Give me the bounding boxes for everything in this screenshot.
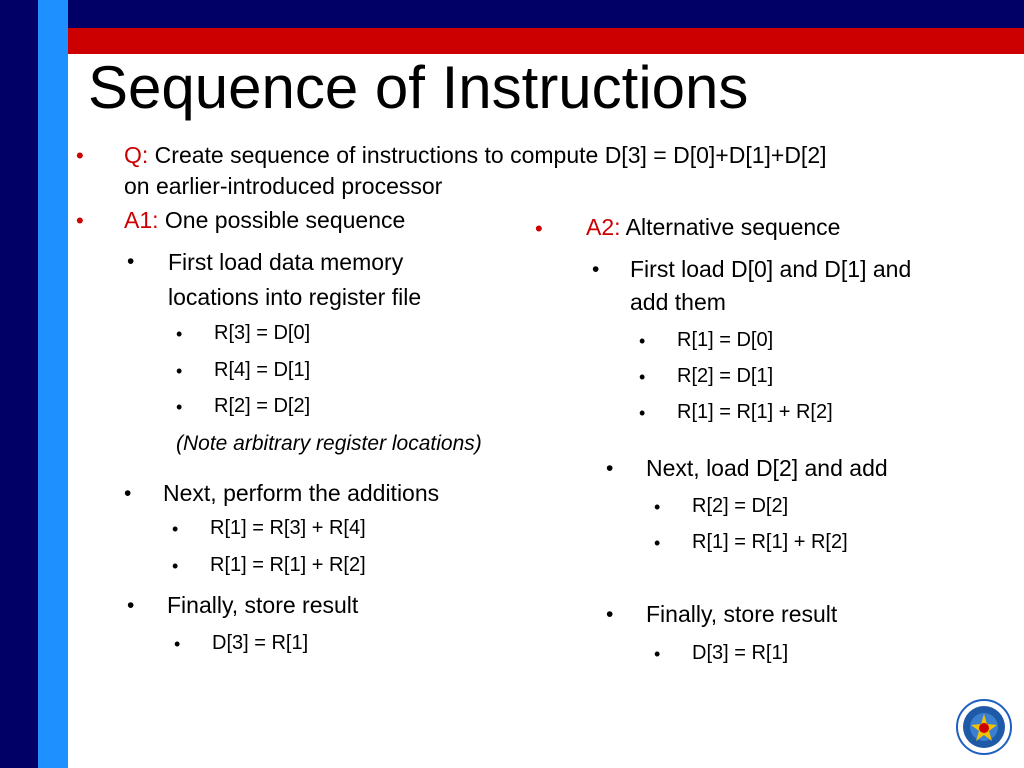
a1-step1-bullet: •	[127, 250, 135, 273]
a1-step2-item-bullet: •	[172, 556, 179, 576]
question-line-1: Q: Create sequence of instructions to co…	[124, 142, 827, 168]
a1-bullet: •	[76, 208, 84, 233]
a2-step2-text: Next, load D[2] and add	[646, 455, 888, 481]
a2-step3-item-bullet: •	[654, 644, 661, 664]
a1-step1-line-2: locations into register file	[168, 284, 422, 310]
top-red-band	[0, 28, 1024, 54]
seal-logo	[956, 699, 1012, 755]
a1-step3-bullet: •	[127, 594, 135, 617]
a2-step1-item: R[1] = R[1] + R[2]	[677, 401, 833, 423]
top-navy-band	[0, 0, 1024, 28]
a2-step1-item-bullet: •	[639, 403, 646, 423]
a2-step1-item-bullet: •	[639, 367, 646, 387]
a1-text: One possible sequence	[158, 207, 406, 233]
a2-step3-item: D[3] = R[1]	[692, 642, 789, 664]
question-line-2: on earlier-introduced processor	[124, 173, 443, 199]
left-navy-bar	[0, 0, 38, 768]
a2-step3-text: Finally, store result	[646, 601, 838, 627]
a1-step1-item-bullet: •	[176, 397, 183, 417]
a2-step2-item: R[2] = D[2]	[692, 495, 789, 517]
a2-step1-bullet: •	[592, 258, 600, 281]
a2-step1-item: R[2] = D[1]	[677, 365, 774, 387]
a1-step3-item-bullet: •	[174, 634, 181, 654]
slide-title: Sequence of Instructions	[88, 54, 749, 121]
a1-step2-item-bullet: •	[172, 519, 179, 539]
q-bullet: •	[76, 143, 84, 168]
a2-text: Alternative sequence	[620, 214, 841, 240]
q-text: Create sequence of instructions to compu…	[148, 142, 827, 168]
a1-step2-item: R[1] = R[3] + R[4]	[210, 517, 366, 539]
a1-label: A1:	[124, 207, 159, 233]
a2-label: A2:	[586, 214, 621, 240]
a1-step2-text: Next, perform the additions	[163, 480, 440, 506]
a2-step1-line-2: add them	[630, 289, 726, 315]
a2-step1-item: R[1] = D[0]	[677, 329, 774, 351]
a1-step1-line-1: First load data memory	[168, 249, 404, 275]
a1-step1-item: R[4] = D[1]	[214, 359, 311, 381]
a1-note: (Note arbitrary register locations)	[176, 432, 482, 455]
a2-bullet: •	[535, 216, 543, 241]
a2-step2-bullet: •	[606, 457, 614, 480]
a2-step2-item: R[1] = R[1] + R[2]	[692, 531, 848, 553]
a1-step1-item-bullet: •	[176, 361, 183, 381]
a2-step1-line-1: First load D[0] and D[1] and	[630, 256, 912, 282]
a1-step1-item: R[2] = D[2]	[214, 395, 311, 417]
a2-step3-bullet: •	[606, 603, 614, 626]
a1-heading: A1: One possible sequence	[124, 207, 405, 233]
a1-step3-item: D[3] = R[1]	[212, 632, 309, 654]
left-blue-bar	[38, 0, 68, 768]
a1-step2-bullet: •	[124, 482, 132, 505]
a1-step3-text: Finally, store result	[167, 592, 359, 618]
a2-step2-item-bullet: •	[654, 497, 661, 517]
a2-step2-item-bullet: •	[654, 533, 661, 553]
a1-step2-item: R[1] = R[1] + R[2]	[210, 554, 366, 576]
a1-step1-item: R[3] = D[0]	[214, 322, 311, 344]
a2-heading: A2: Alternative sequence	[586, 214, 840, 240]
a1-step1-item-bullet: •	[176, 324, 183, 344]
q-label: Q:	[124, 142, 149, 168]
a2-step1-item-bullet: •	[639, 331, 646, 351]
